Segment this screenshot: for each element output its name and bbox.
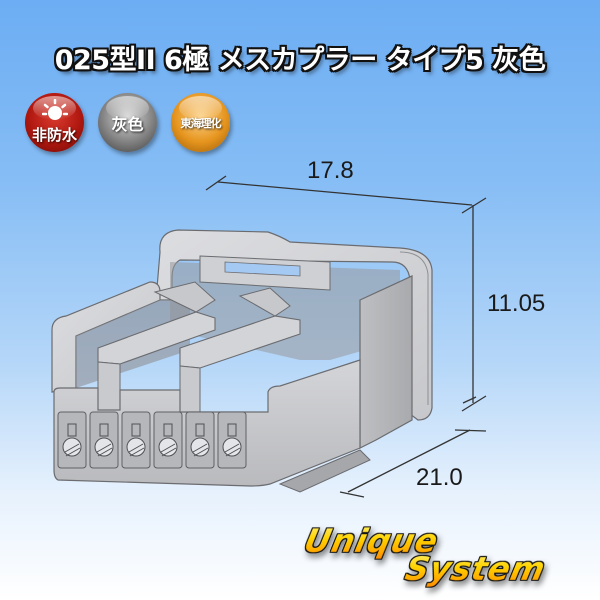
badge-color-gray: 灰色 bbox=[98, 93, 157, 152]
dimension-lines bbox=[205, 175, 487, 498]
badge-label: 非防水 bbox=[31, 126, 77, 144]
badge-label: 東海理化 bbox=[180, 116, 222, 130]
dimension-width-label: 17.8 bbox=[307, 157, 354, 184]
dimension-height-label: 11.05 bbox=[487, 290, 546, 317]
product-title: 025型II 6極 メスカプラー タイプ5 灰色 bbox=[54, 45, 546, 76]
dimension-depth-label: 21.0 bbox=[416, 464, 463, 491]
badge-non-waterproof: 非防水 bbox=[25, 93, 84, 152]
badge-row: 非防水 灰色 東海理化 bbox=[25, 93, 230, 152]
sun-icon bbox=[42, 99, 68, 120]
badge-label: 灰色 bbox=[111, 114, 144, 134]
badge-manufacturer: 東海理化 bbox=[171, 93, 230, 152]
logo-line2: System bbox=[401, 550, 550, 588]
